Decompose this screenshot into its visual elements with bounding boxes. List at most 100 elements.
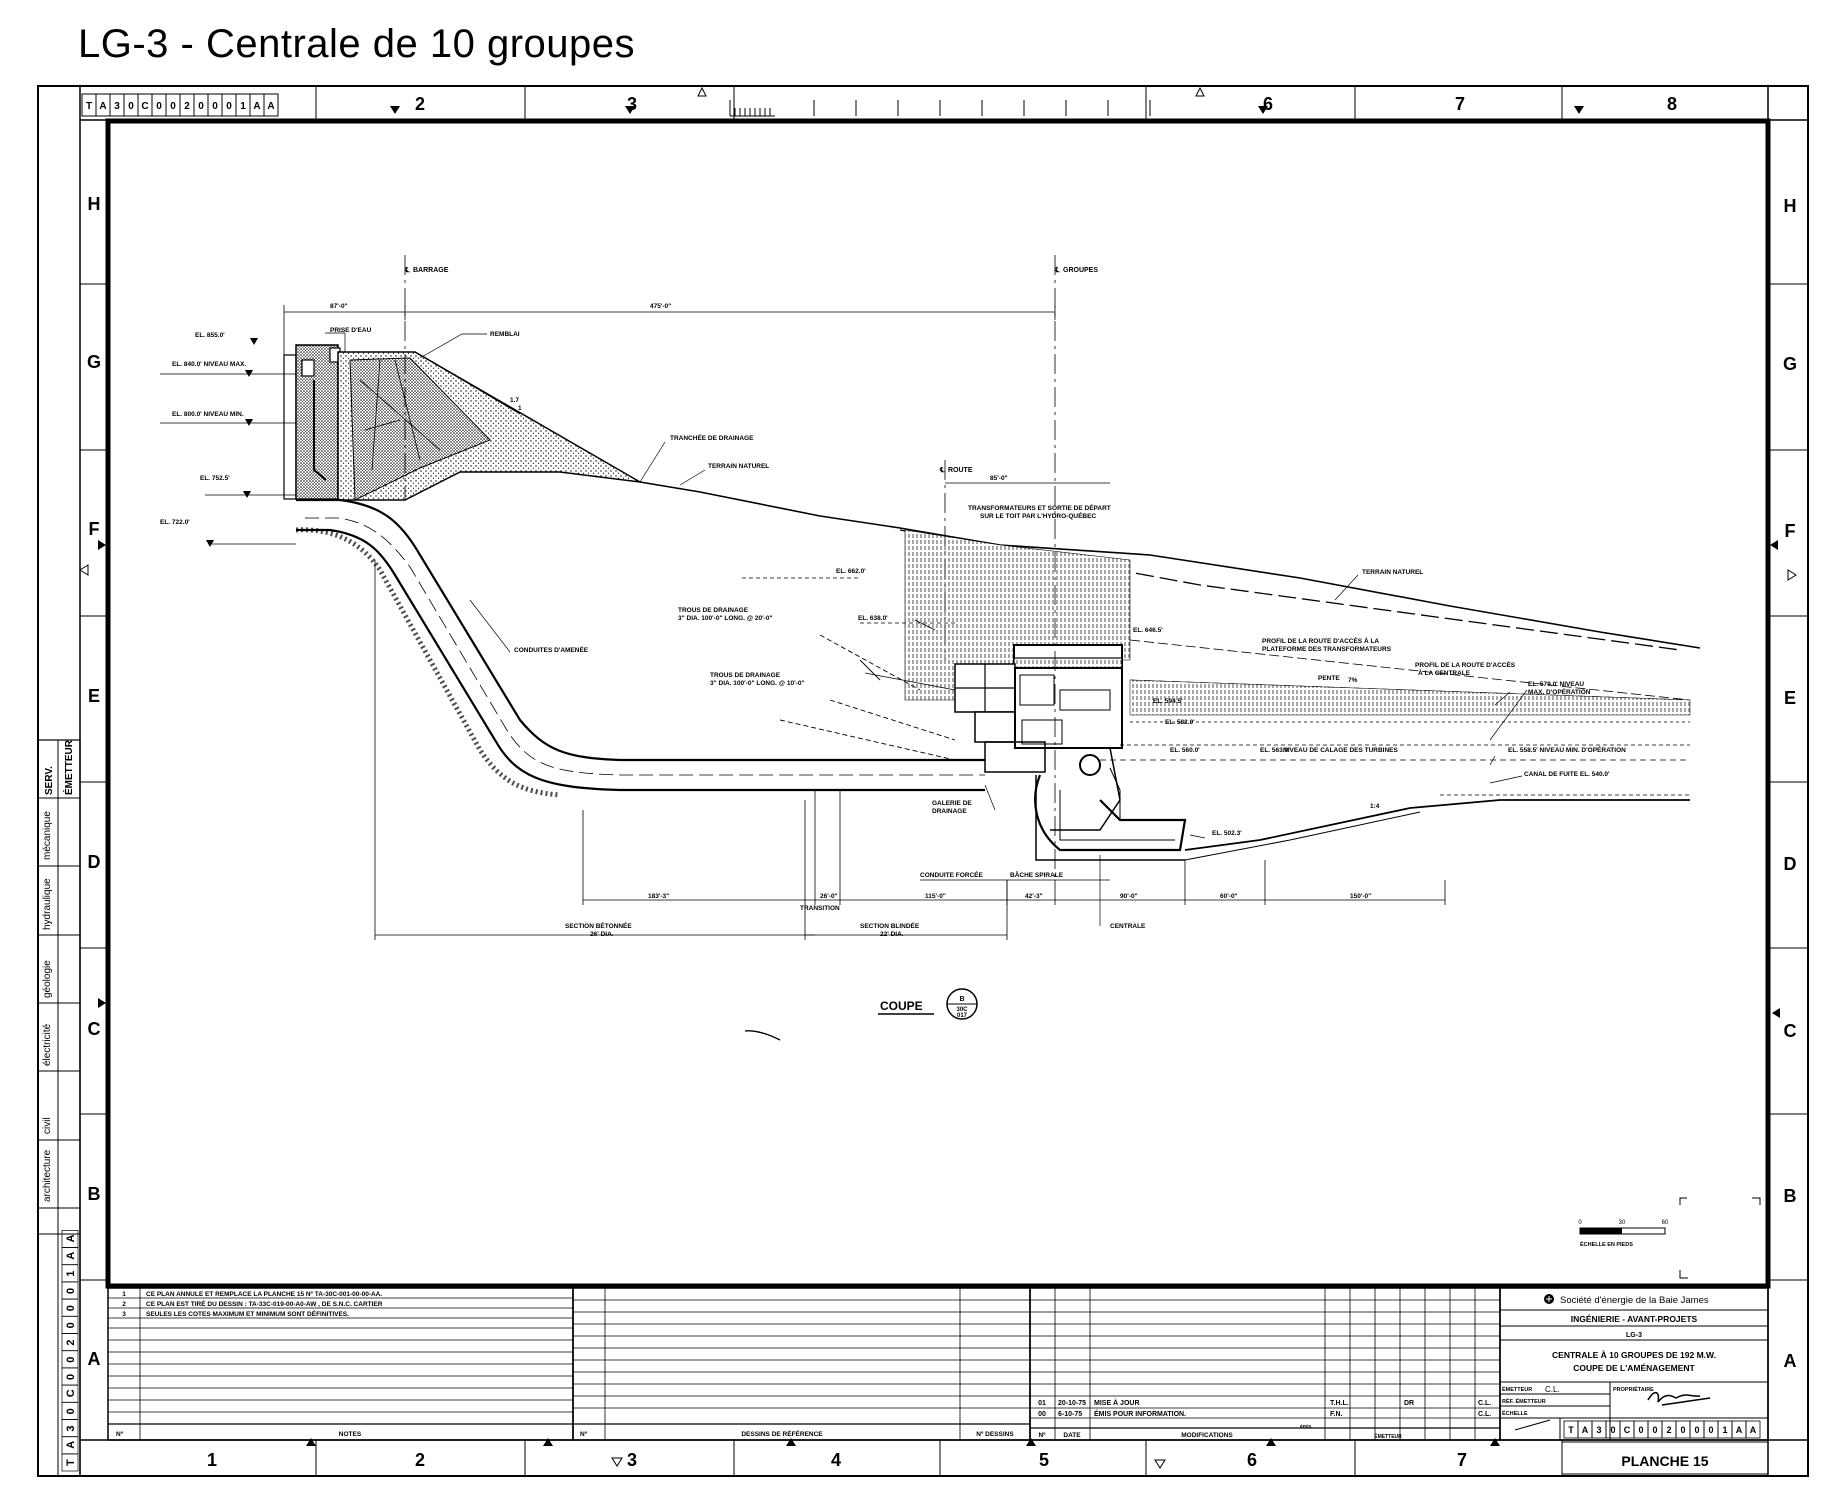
code-char-bottom: A [1736, 1425, 1743, 1435]
discipline-label: géologie [42, 960, 53, 998]
row-letter-left: F [89, 519, 100, 539]
label-trous2a: TROUS DE DRAINAGE [710, 672, 781, 679]
scale-bar: 0 30 60 ÉCHELLE EN PIEDS [1578, 1197, 1761, 1279]
code-char: A [99, 101, 106, 112]
code-char: 2 [184, 101, 190, 112]
axis-route-symbol: ℄ [939, 466, 945, 474]
vertical-code-char: A [65, 1234, 77, 1242]
dimension-d85: 85'-0" [990, 475, 1008, 482]
drainage-holes [779, 634, 956, 761]
tailrace [1184, 799, 1690, 851]
code-box-bottom [1745, 1420, 1761, 1439]
note-number: 3 [122, 1311, 126, 1318]
echelle-label: ÉCHELLE [1502, 1409, 1528, 1417]
label-el563: EL. 563.0' [1260, 747, 1290, 754]
code-char-bottom: 0 [1694, 1425, 1699, 1435]
notes-header: NOTES [339, 1431, 362, 1438]
label-el560: EL. 560.0' [1170, 747, 1200, 754]
scale-tick-60: 60 [1662, 1220, 1669, 1226]
vertical-code-char: 2 [65, 1339, 77, 1345]
row-letter-left: B [88, 1184, 101, 1204]
slash-mark [1514, 1419, 1551, 1431]
code-char: 0 [170, 101, 176, 112]
label-el800: EL. 800.0' NIVEAU MIN. [172, 411, 244, 418]
pencil-mark [744, 1030, 781, 1041]
ref-dessins-header: Nº DESSINS [976, 1431, 1014, 1438]
row-letter-right: H [1784, 196, 1797, 216]
discipline-label: mécanique [42, 811, 53, 860]
row-letter-left: E [88, 686, 100, 706]
dimension-d42: 42'-3" [1025, 893, 1043, 900]
label-tranchee: TRANCHÉE DE DRAINAGE [670, 433, 754, 442]
approval-1b: DR [1404, 1400, 1414, 1407]
label-el855: EL. 855.0' [195, 332, 225, 339]
label-el594: EL. 594.5' [1153, 698, 1183, 705]
label-el662: EL. 662.0' [836, 568, 866, 575]
label-pente_val: 7% [1348, 677, 1358, 684]
note-text: CE PLAN EST TIRÉ DU DESSIN : TA-33C-019-… [146, 1299, 383, 1308]
label-conduite_forcee: CONDUITE FORCÉE [920, 870, 984, 879]
signature [1647, 1391, 1711, 1406]
code-char: A [253, 101, 260, 112]
column-number-bottom: 5 [1039, 1450, 1049, 1470]
axis-route-label: ROUTE [948, 467, 973, 474]
notes-block [107, 1287, 574, 1441]
intake-structure [283, 344, 341, 500]
elevation-lines [160, 373, 1690, 761]
approval-2c: C.L. [1478, 1411, 1491, 1418]
column-number-top: 8 [1667, 94, 1677, 114]
code-char: 3 [114, 101, 120, 112]
department: INGÉNIERIE - AVANT-PROJETS [1571, 1314, 1698, 1324]
section-title: COUPE [880, 999, 923, 1013]
row-letter-right: B [1784, 1186, 1797, 1206]
label-dia26: 26' DIA. [590, 931, 614, 938]
label-trous1a: TROUS DE DRAINAGE [678, 607, 749, 614]
row-letter-right: D [1784, 854, 1797, 874]
code-char: 0 [128, 101, 134, 112]
drawing-title-2: COUPE DE L'AMÉNAGEMENT [1573, 1363, 1695, 1373]
label-trous1b: 3" DIA. 100'-0" LONG. @ 20'-0" [678, 615, 773, 622]
note-text: CE PLAN ANNULE ET REMPLACE LA PLANCHE 15… [146, 1291, 382, 1298]
axis-barrage-label: BARRAGE [413, 267, 449, 274]
column-number-top: 6 [1263, 94, 1273, 114]
label-remblai: REMBLAI [490, 331, 520, 338]
label-bache: BÂCHE SPIRALE [1010, 870, 1064, 879]
label-profil1a: PROFIL DE LA ROUTE D'ACCÈS À LA [1262, 636, 1379, 645]
leader-lines [325, 332, 1528, 926]
code-char: 0 [156, 101, 162, 112]
label-el582: EL. 582.0' [1165, 719, 1195, 726]
row-letter-right: C [1784, 1021, 1797, 1041]
code-char-bottom: T [1568, 1425, 1574, 1435]
company-name: Société d'énergie de la Baie James [1560, 1295, 1709, 1306]
row-letter-right: A [1784, 1351, 1797, 1371]
title-block [1499, 1287, 1769, 1475]
label-transfo1: TRANSFORMATEURS ET SORTIE DE DÉPART [968, 503, 1111, 512]
column-number-bottom: 3 [627, 1450, 637, 1470]
label-el722: EL. 722.0' [160, 519, 190, 526]
column-number-top: 2 [415, 94, 425, 114]
row-letter-left: D [88, 852, 101, 872]
row-letter-right: G [1783, 354, 1797, 374]
reference-block [572, 1287, 1031, 1441]
note-text: SEULES LES COTES MAXIMUM ET MINIMUM SONT… [146, 1309, 349, 1318]
ref-emetteur-label: RÉF. ÉMETTEUR [1502, 1397, 1546, 1405]
row-letter-left: A [88, 1349, 101, 1369]
code-char: 1 [240, 101, 246, 112]
cross-section-drawing [160, 255, 1701, 940]
vertical-code-char: 0 [65, 1305, 77, 1311]
scale-tick-30: 30 [1619, 1220, 1626, 1226]
sheet-frame [37, 85, 1809, 1477]
label-galerie1: GALERIE DE [932, 800, 972, 807]
dimension-d26: 26'-0" [820, 893, 838, 900]
revision-text: MISE À JOUR [1094, 1398, 1140, 1407]
dimension-d87: 87'-0" [330, 303, 348, 310]
vertical-code-char: 0 [65, 1357, 77, 1363]
discipline-label: architecture [42, 1149, 53, 1202]
dimension-d90: 90'-0" [1120, 893, 1138, 900]
label-calage: NIVEAU DE CALAGE DES TURBINES [1283, 747, 1399, 754]
approval-2a: F.N. [1330, 1411, 1343, 1418]
axis-barrage-symbol: ℄ [404, 266, 410, 274]
